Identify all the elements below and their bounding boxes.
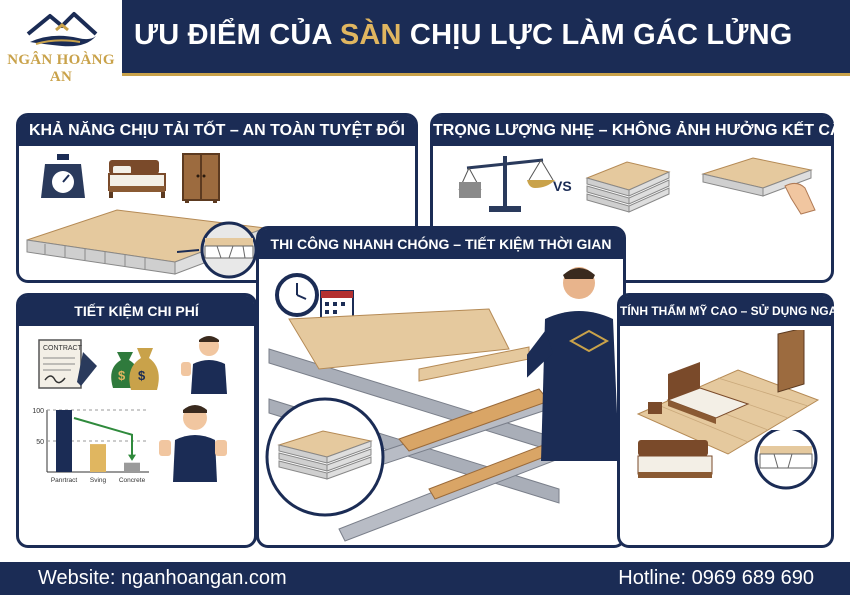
y-tick-label: 100 [32, 408, 44, 415]
thumbs-up-man-icon [159, 405, 227, 482]
hotline-text[interactable]: Hotline: 0969 689 690 [618, 567, 814, 589]
arrow-head-icon [128, 454, 136, 461]
worker-illustration [527, 267, 619, 461]
balance-scale-icon [458, 156, 555, 212]
title-part2: CHỊU LỰC LÀM GÁC LỬNG [401, 19, 793, 51]
brand-name: NGÂN HOÀNG AN [7, 52, 115, 85]
thumbs-up-man-icon [181, 336, 227, 394]
y-tick-label: 50 [36, 439, 44, 446]
money-bags-icon: $ $ [111, 348, 159, 390]
title-bar: ƯU ĐIỂM CỦA SÀN CHỊU LỰC LÀM GÁC LỬNG [122, 0, 850, 76]
svg-text:$: $ [118, 368, 126, 383]
panel-title: KHẢ NĂNG CHỊU TẢI TỐT – AN TOÀN TUYỆT ĐỐ… [19, 116, 415, 146]
x-tick-label: Concrete [119, 477, 146, 484]
contract-icon: CONTRACT [38, 339, 97, 389]
zoom-stacked-panels-icon [265, 397, 385, 517]
footer: Website: nganhoangan.com Hotline: 0969 6… [0, 562, 850, 595]
panel-title: TÍNH THẨM MỸ CAO – SỬ DỤNG NGAY [620, 296, 844, 326]
x-tick-label: Sving [90, 477, 107, 484]
x-tick-label: Panrtract [51, 477, 78, 484]
logo: NGÂN HOÀNG AN [0, 0, 122, 85]
bar [124, 462, 140, 472]
bar [90, 444, 106, 472]
panel-title: TRỌNG LƯỢNG NHẸ – KHÔNG ẢNH HƯỞNG KẾT CẤ… [433, 116, 850, 146]
bar [56, 410, 72, 472]
contract-label: CONTRACT [43, 345, 83, 352]
bed-zoom-illustration [637, 430, 818, 490]
panel-fast-construction: THI CÔNG NHANH CHÓNG – TIẾT KIỆM THỜI GI… [256, 226, 626, 548]
svg-text:$: $ [138, 368, 146, 383]
bedroom-illustration [636, 330, 820, 455]
panel-title: TIẾT KIỆM CHI PHÍ [19, 296, 254, 326]
header: NGÂN HOÀNG AN ƯU ĐIỂM CỦA SÀN CHỊU LỰC L… [0, 0, 850, 85]
house-logo-icon [26, 12, 98, 47]
vs-label: VS [553, 178, 572, 194]
title-part1: ƯU ĐIỂM CỦA [134, 19, 340, 51]
scale-icon [41, 154, 85, 198]
zoom-detail-icon [177, 221, 258, 279]
website-text[interactable]: Website: nganhoangan.com [38, 567, 287, 589]
title-highlight: SÀN [339, 19, 402, 51]
panel-load-capacity: KHẢ NĂNG CHỊU TẢI TỐT – AN TOÀN TUYỆT ĐỐ… [16, 113, 418, 283]
wardrobe-icon [182, 153, 220, 203]
stacked-panels-icon [585, 161, 671, 213]
down-arrow-icon [73, 417, 133, 459]
clock-calendar-icon [275, 273, 354, 320]
panel-aesthetics: TÍNH THẨM MỸ CAO – SỬ DỤNG NGAY [617, 293, 844, 548]
bed-icon [108, 160, 166, 198]
hand-holding-panel-icon [701, 157, 816, 215]
panel-title: THI CÔNG NHANH CHÓNG – TIẾT KIỆM THỜI GI… [259, 229, 623, 259]
page-title: ƯU ĐIỂM CỦA SÀN CHỊU LỰC LÀM GÁC LỬNG [134, 19, 793, 52]
